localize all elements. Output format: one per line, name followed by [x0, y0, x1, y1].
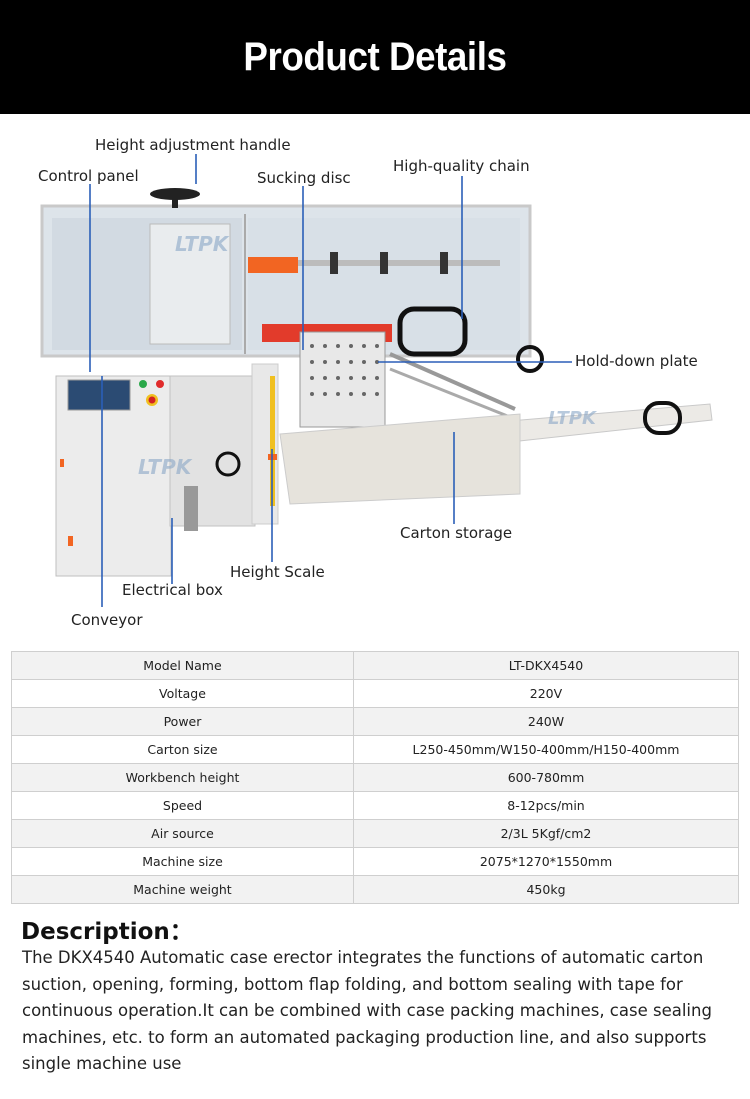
spec-value: 2/3L 5Kgf/cm2: [353, 819, 739, 848]
callout-height-adjustment-handle: Height adjustment handle: [95, 136, 291, 154]
description-body: The DKX4540 Automatic case erector integ…: [22, 948, 712, 1073]
spec-label: Speed: [11, 791, 354, 820]
spec-value: 2075*1270*1550mm: [353, 847, 739, 876]
height-scale-bar: [270, 376, 275, 506]
machine-figure: LTPK LTPK LTPK Height adjustment handle …: [0, 114, 750, 644]
callout-control-panel: Control panel: [38, 167, 139, 185]
control-screen: [67, 379, 131, 411]
description-title: Description：: [21, 919, 193, 945]
spec-label: Carton size: [11, 735, 354, 764]
spec-label: Air source: [11, 819, 354, 848]
page-header: Product Details: [0, 0, 750, 114]
callout-electrical-box: Electrical box: [122, 581, 223, 599]
spec-label: Model Name: [11, 651, 354, 680]
spec-label: Voltage: [11, 679, 354, 708]
spec-value: 240W: [353, 707, 739, 736]
spec-label: Workbench height: [11, 763, 354, 792]
callout-height-scale: Height Scale: [230, 563, 325, 581]
watermark-left: LTPK: [138, 455, 193, 479]
watermark-top: LTPK: [175, 232, 230, 256]
spec-value: 8-12pcs/min: [353, 791, 739, 820]
spec-value: 600-780mm: [353, 763, 739, 792]
callout-high-quality-chain: High-quality chain: [393, 157, 530, 175]
spec-label: Machine size: [11, 847, 354, 876]
spec-label: Power: [11, 707, 354, 736]
callout-lines: [89, 154, 572, 607]
callout-conveyor: Conveyor: [71, 611, 143, 629]
spec-value: LT-DKX4540: [353, 651, 739, 680]
spec-value: 450kg: [353, 875, 739, 904]
page-title: Product Details: [243, 34, 507, 79]
callout-hold-down-plate: Hold-down plate: [575, 352, 698, 370]
sucking-disc-plate: [299, 331, 386, 428]
callout-sucking-disc: Sucking disc: [257, 169, 351, 187]
orange-bracket: [248, 257, 298, 273]
handle-wheel: [150, 188, 200, 200]
watermark-right: LTPK: [548, 408, 598, 429]
inner-panel: [149, 223, 231, 345]
machine-illustration: LTPK LTPK LTPK: [40, 154, 713, 607]
spec-value: L250-450mm/W150-400mm/H150-400mm: [353, 735, 739, 764]
hold-down-handle: [397, 306, 468, 357]
callout-carton-storage: Carton storage: [400, 524, 513, 542]
spec-value: 220V: [353, 679, 739, 708]
spec-label: Machine weight: [11, 875, 354, 904]
